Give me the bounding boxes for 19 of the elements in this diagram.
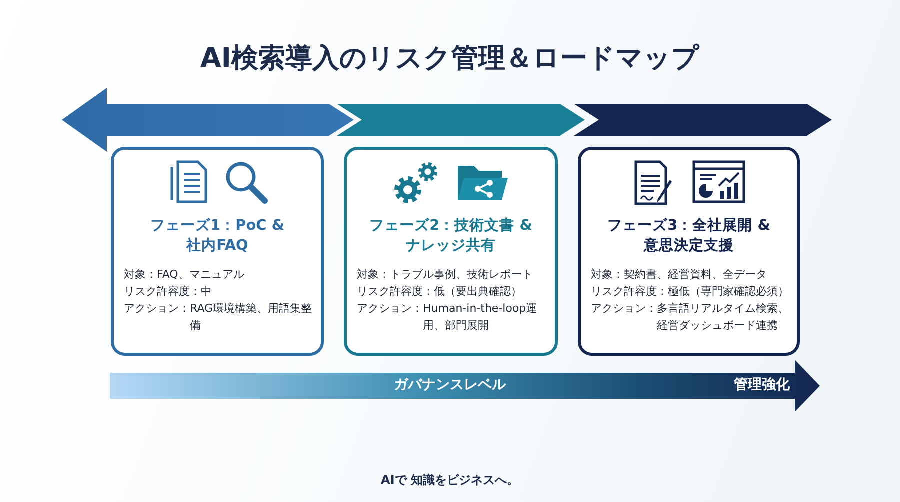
action-text: アクション：RAG環境構築、用語集整備 [124, 301, 314, 334]
strengthen-label: 管理強化 [733, 376, 790, 394]
risk-text: リスク許容度：極低（専門家確認必須） [591, 284, 789, 300]
title: AI検索導入のリスク管理＆ロードマップ [200, 42, 701, 76]
phase-card [344, 147, 558, 356]
phase-heading: フェーズ3：全社展開 & 意思決定支援 [606, 216, 772, 256]
target-text: 対象：トラブル事例、技術レポート [357, 267, 533, 283]
phase-heading: フェーズ1：PoC & 社内FAQ [149, 217, 286, 256]
target-text: 対象：FAQ、マニュアル [124, 267, 244, 283]
risk-text: リスク許容度：低（要出典確認） [357, 284, 522, 300]
governance-label: ガバナンスレベル [393, 376, 508, 394]
phase-card [111, 147, 324, 356]
phase-heading: フェーズ2：技術文書 & ナレッジ共有 [368, 216, 534, 256]
risk-text: リスク許容度：中 [124, 284, 212, 300]
tagline: AIで 知識をビジネスへ。 [380, 472, 520, 489]
phase-card [578, 147, 800, 356]
action-text: アクション：Human-in-the-loop運用、部門展開 [357, 301, 538, 334]
action-text: アクション：多言語リアルタイム検索、経営ダッシュボード連携 [591, 301, 790, 334]
target-text: 対象：契約書、経営資料、全データ [591, 267, 767, 283]
